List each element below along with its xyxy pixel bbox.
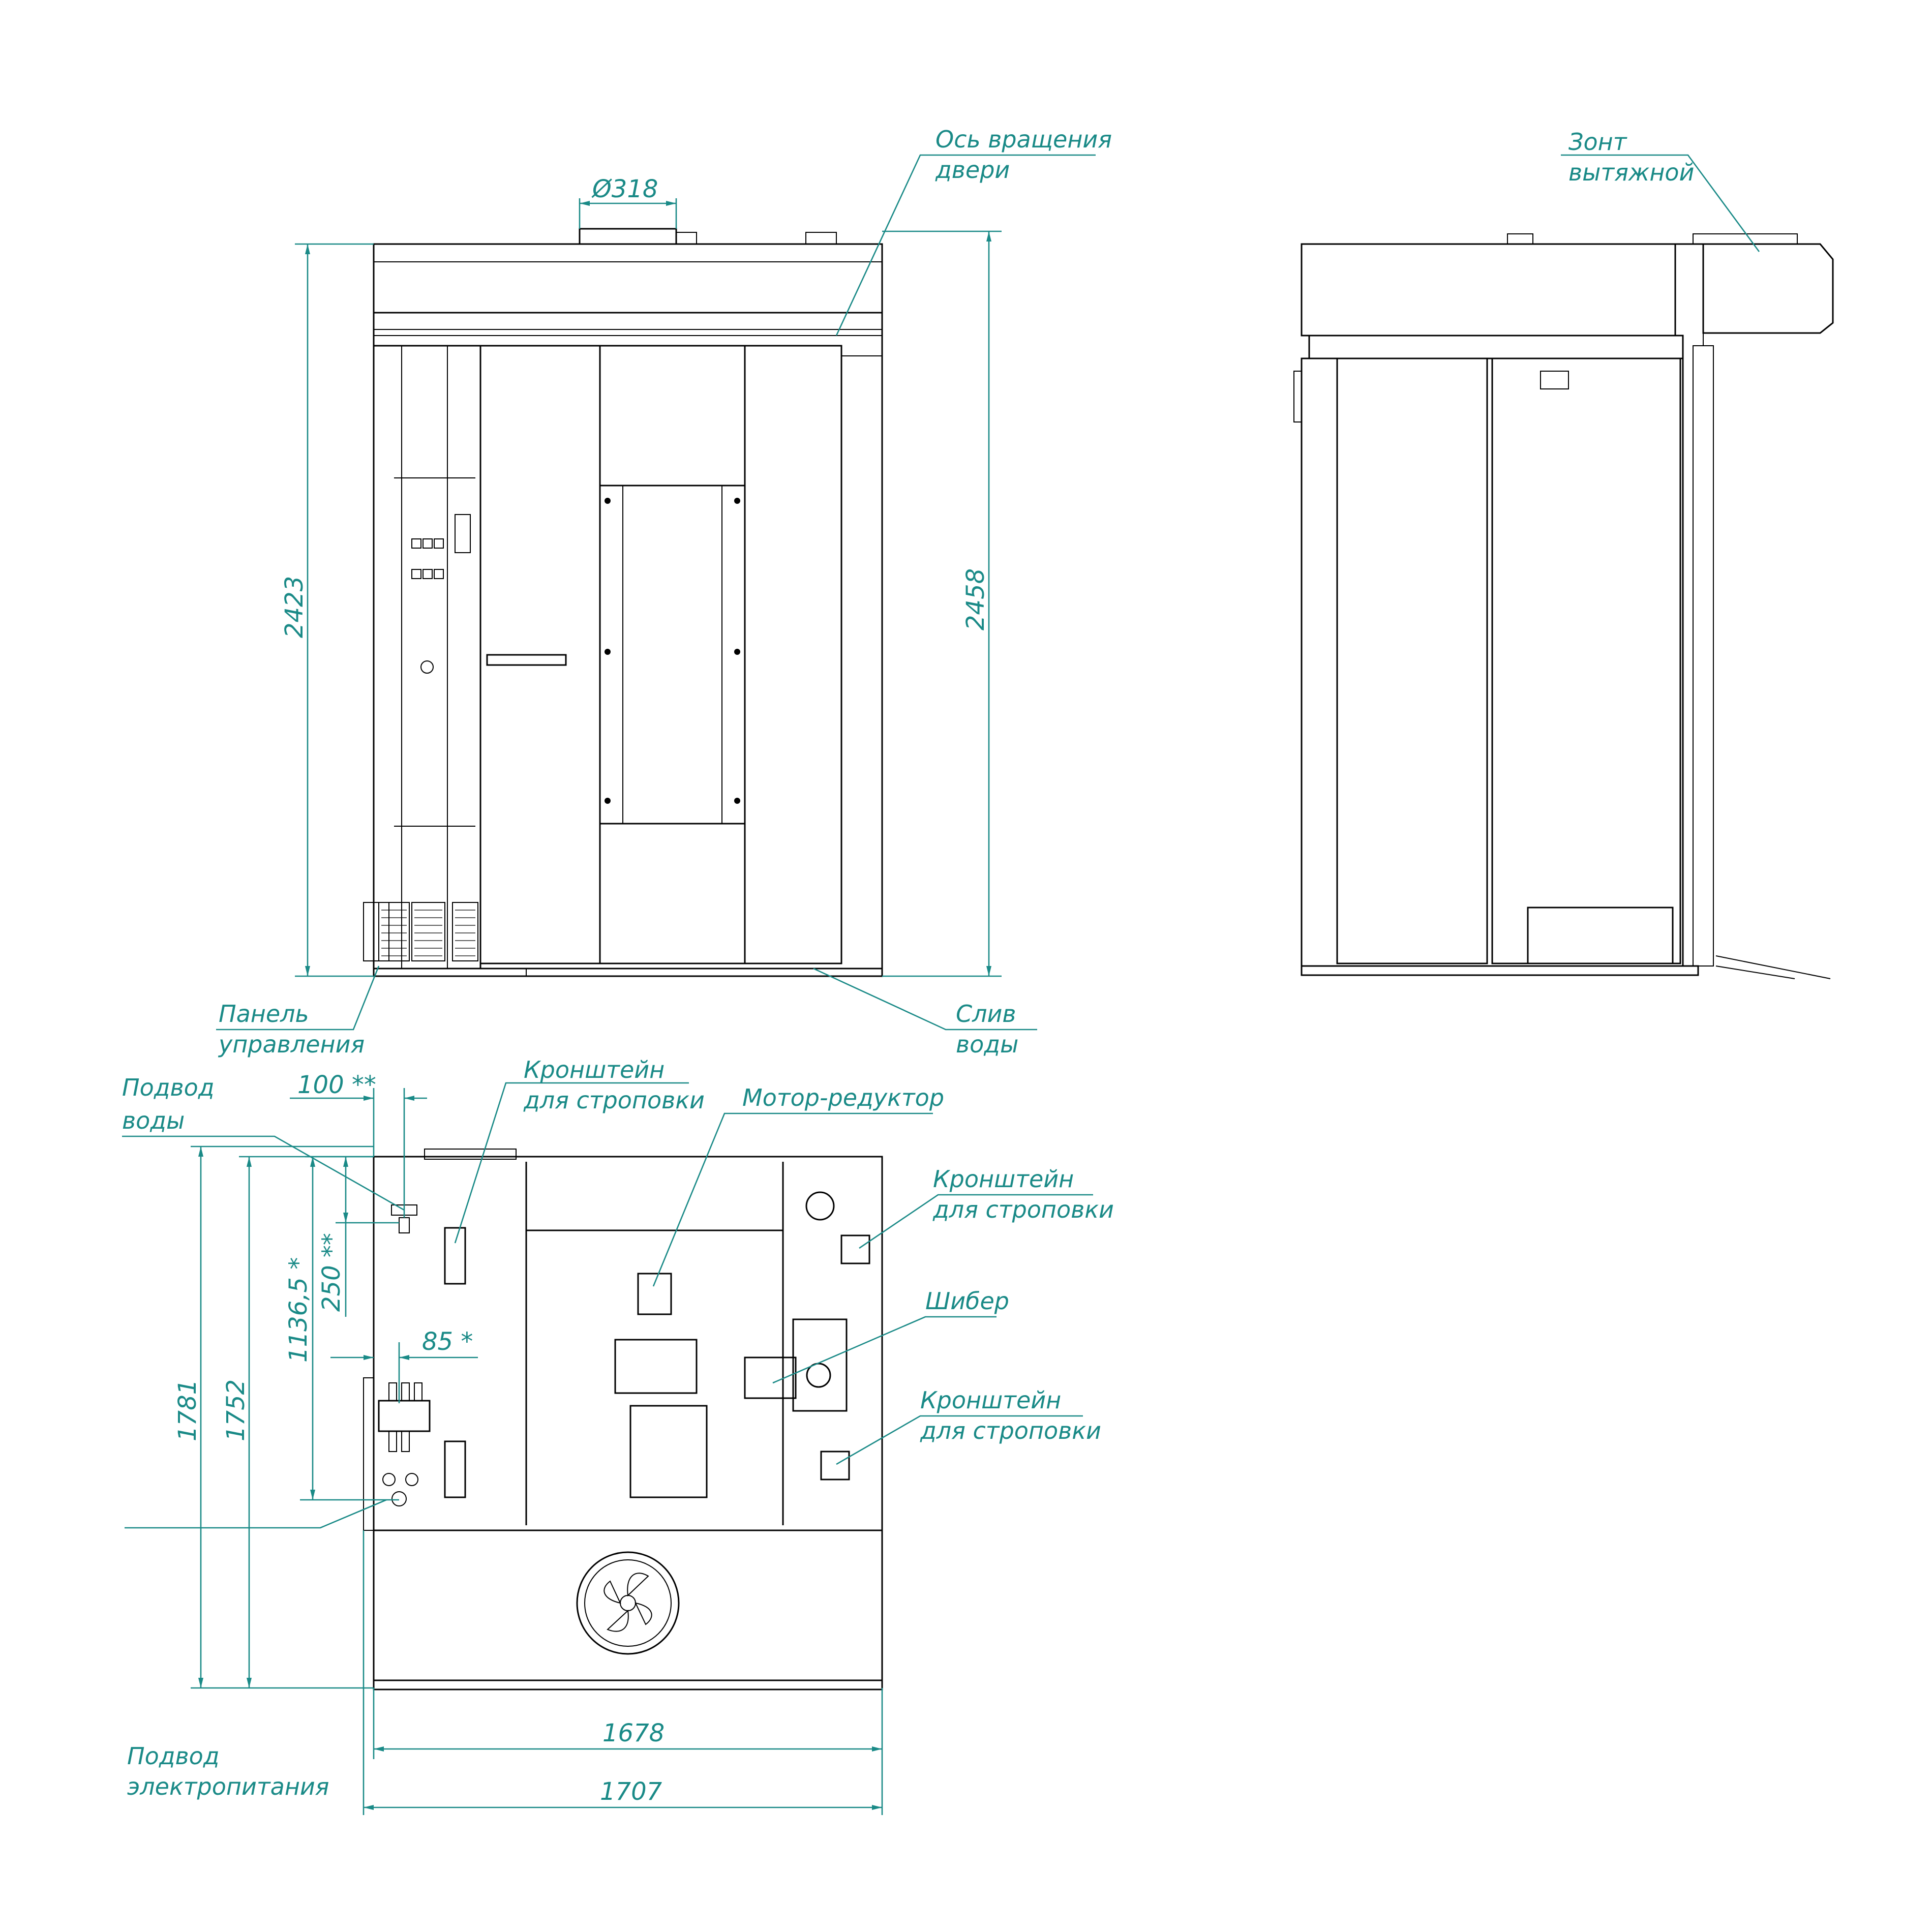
motor-reducer-box xyxy=(637,1273,672,1315)
dim-depth-body: 1752 xyxy=(222,1379,250,1441)
door-handle xyxy=(486,654,567,666)
side-base xyxy=(1301,965,1699,976)
dim-power-offset-y: 1136,5 * xyxy=(284,1257,313,1363)
callout-leaders xyxy=(122,154,1760,1529)
label-drain-2: воды xyxy=(956,1031,1018,1058)
label-power-inlet-2: электропитания xyxy=(127,1773,329,1800)
plan-vent-hole xyxy=(805,1191,835,1221)
side-top-housing xyxy=(1301,243,1676,337)
dimensions: Ø318 2423 2458 100 ** 250 ** 1136,5 * 85… xyxy=(173,175,1002,1815)
label-control-panel-1: Панель xyxy=(219,1000,309,1028)
dim-height-total: 2458 xyxy=(961,568,990,630)
label-bracket-2a: Кронштейн xyxy=(933,1165,1074,1193)
top-housing xyxy=(373,243,883,314)
dim-width-total: 1707 xyxy=(600,1777,662,1806)
dim-height-front: 2423 xyxy=(280,576,309,638)
label-hood-2: вытяжной xyxy=(1568,159,1694,186)
control-buttons xyxy=(411,538,444,579)
control-column xyxy=(373,345,481,970)
dim-width-body: 1678 xyxy=(602,1719,665,1747)
label-door-axis-1: Ось вращения xyxy=(935,126,1112,153)
oven-body-front xyxy=(373,312,883,970)
label-door-axis-2: двери xyxy=(935,156,1010,184)
label-water-inlet-2: воды xyxy=(122,1107,185,1134)
lifting-bracket-left-top xyxy=(444,1227,466,1285)
power-connector xyxy=(378,1382,431,1506)
label-hood-1: Зонт xyxy=(1568,128,1627,156)
label-damper: Шибер xyxy=(925,1287,1009,1315)
label-drain-1: Слив xyxy=(956,1000,1016,1028)
dim-power-offset-x: 85 * xyxy=(422,1327,473,1356)
callout-labels: Ось вращения двери Зонт вытяжной Панель … xyxy=(122,126,1694,1800)
plan-unit-a xyxy=(614,1339,698,1394)
lifting-bracket-right-top xyxy=(840,1234,870,1264)
dim-depth-total: 1781 xyxy=(173,1379,202,1441)
label-bracket-2b: для строповки xyxy=(932,1196,1114,1223)
base xyxy=(373,968,883,977)
label-power-inlet-1: Подвод xyxy=(127,1742,220,1770)
exhaust-hood xyxy=(1675,243,1834,334)
lifting-bracket-right-bottom xyxy=(820,1451,850,1481)
side-lower-panel xyxy=(1527,907,1674,964)
chimney-pipe xyxy=(579,228,677,245)
label-control-panel-2: управления xyxy=(218,1031,365,1058)
label-bracket-3b: для строповки xyxy=(920,1417,1101,1444)
label-bracket-1b: для строповки xyxy=(523,1086,705,1114)
dim-water-offset-y: 250 ** xyxy=(317,1233,346,1312)
door-window xyxy=(599,485,746,825)
side-chimney xyxy=(1507,233,1533,245)
label-motor-reducer: Мотор-редуктор xyxy=(742,1084,944,1111)
dim-water-offset-x: 100 ** xyxy=(297,1071,376,1099)
vent-grilles xyxy=(363,902,478,961)
front-view xyxy=(363,228,883,977)
damper-housing xyxy=(792,1318,848,1412)
side-view xyxy=(1293,233,1834,979)
plan-view xyxy=(363,1149,883,1691)
dim-chimney-diameter: Ø318 xyxy=(591,175,658,203)
label-bracket-3a: Кронштейн xyxy=(920,1386,1061,1414)
plan-unit-b xyxy=(629,1405,708,1498)
label-bracket-1a: Кронштейн xyxy=(524,1056,665,1083)
label-water-inlet-1: Подвод xyxy=(122,1074,215,1101)
oven-door xyxy=(479,345,842,964)
fan-icon xyxy=(576,1551,680,1655)
